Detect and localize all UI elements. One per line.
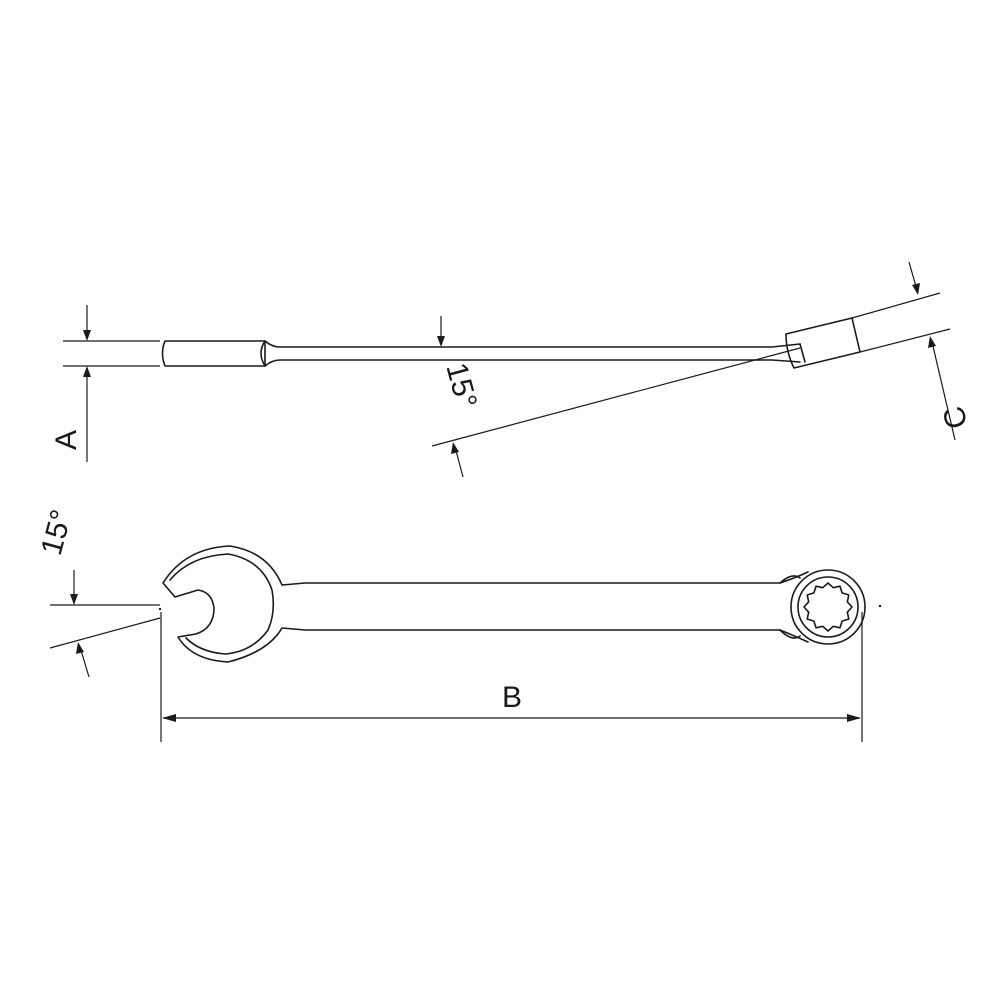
top-ring-inner <box>797 576 859 638</box>
side-shank <box>264 340 801 367</box>
top-center-mark-right <box>878 604 882 608</box>
dim-c-extension-bottom <box>859 328 951 353</box>
top-ring-twelve-point-socket <box>803 582 853 632</box>
dim-b-arrow-right <box>847 714 861 722</box>
angle-head-arrow-bottom <box>76 642 84 654</box>
angle-head-label: 15° <box>35 506 79 558</box>
top-open-end-inner-rim <box>169 553 275 655</box>
side-view <box>63 292 951 447</box>
angle-head-reference-angled <box>49 617 161 649</box>
top-center-mark-left <box>158 607 162 611</box>
dim-c: C <box>908 261 975 441</box>
angle-side-arrow-bottom <box>451 442 459 454</box>
angle-head: 15° <box>35 506 90 678</box>
angle-side-reference-line <box>431 347 801 447</box>
side-ring-end <box>785 317 861 369</box>
dim-c-arrow-top <box>912 283 920 295</box>
dim-a: A <box>50 305 91 462</box>
angle-side-arrow-top <box>437 336 445 347</box>
dim-c-extension-top <box>851 292 941 319</box>
top-open-end-head <box>162 545 809 663</box>
top-view <box>49 545 882 663</box>
dim-c-label: C <box>937 403 974 432</box>
top-ring-outer <box>790 569 866 645</box>
angle-head-arrow-top <box>70 594 78 605</box>
dim-b-arrow-left <box>162 714 176 722</box>
side-open-end <box>161 340 266 367</box>
dim-b: B <box>160 612 863 742</box>
dim-c-arrow-bottom <box>928 336 936 348</box>
dim-b-label: B <box>502 681 522 714</box>
dim-a-arrow-bottom <box>83 366 91 377</box>
side-ring-end-edge <box>799 343 806 363</box>
side-open-end-taper <box>260 340 266 367</box>
dim-a-arrow-top <box>83 330 91 341</box>
dim-a-label: A <box>50 430 83 450</box>
angle-side: 15° <box>437 316 483 478</box>
top-ring-neck <box>779 575 801 639</box>
dim-c-leader-bottom <box>931 341 956 441</box>
angle-side-label: 15° <box>439 359 483 411</box>
